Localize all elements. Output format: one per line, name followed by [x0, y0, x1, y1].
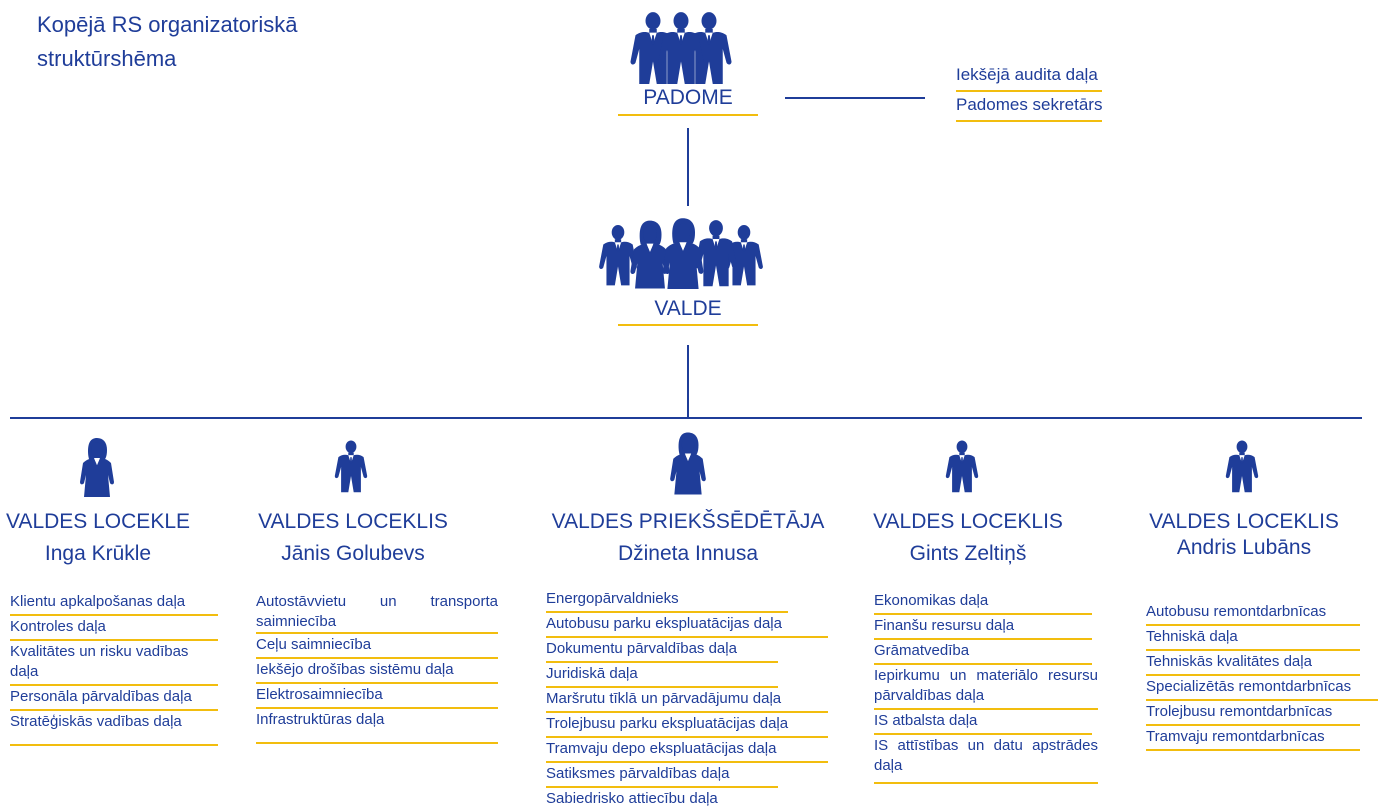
- department-item: Trolejbusu parku ekspluatācijas daļa: [546, 713, 828, 738]
- member-name: Andris Lubāns: [1176, 536, 1312, 559]
- department-item: Tramvaju depo ekspluatācijas daļa: [546, 738, 828, 763]
- members-bus-line: [10, 417, 1362, 419]
- department-item: Dokumentu pārvaldības daļa: [546, 638, 778, 663]
- member-role: VALDES PRIEKŠSĒDĒTĀJA: [551, 510, 825, 533]
- department-item: Satiksmes pārvaldības daļa: [546, 763, 778, 788]
- board-members-connector: [687, 345, 689, 418]
- department-item: Autostāvvietu un transporta saimniecība: [256, 591, 498, 634]
- department-item: Trolejbusu remontdarbnīcas: [1146, 701, 1360, 726]
- department-item: Iepirkumu un materiālo resursu pārvaldīb…: [874, 665, 1098, 710]
- member-role: VALDES LOCEKLIS: [258, 510, 448, 533]
- member-name: Džineta Innusa: [617, 542, 759, 565]
- council-side-units: Iekšējā audita daļa Padomes sekretārs: [956, 62, 1103, 122]
- council-side-connector: [785, 97, 925, 99]
- department-item: Tehniskās kvalitātes daļa: [1146, 651, 1360, 676]
- board-underline: [618, 324, 758, 326]
- council-board-connector: [687, 128, 689, 206]
- department-item: Personāla pārvaldības daļa: [10, 686, 218, 711]
- department-item: Infrastruktūras daļa: [256, 709, 498, 744]
- department-item: Ekonomikas daļa: [874, 590, 1092, 615]
- chart-title-line2: struktūrshēma: [37, 46, 177, 71]
- chart-title: Kopējā RS organizatoriskā struktūrshēma: [37, 8, 357, 76]
- side-unit-item: Iekšējā audita daļa: [956, 62, 1103, 92]
- department-item: Energopārvaldnieks: [546, 588, 788, 613]
- member-name: Gints Zeltiņš: [909, 542, 1027, 565]
- council-underline: [618, 114, 758, 116]
- department-item: Elektrosaimniecība: [256, 684, 498, 709]
- member-role: VALDES LOCEKLE: [5, 510, 191, 533]
- department-item-text: Iepirkumu un materiālo resursu pārvaldīb…: [874, 667, 1098, 704]
- businesswoman-icon: [670, 432, 706, 495]
- board-group-icon: [599, 218, 763, 289]
- department-item-text: IS attīstības un datu apstrādes daļa: [874, 737, 1098, 774]
- member-name: Jānis Golubevs: [281, 542, 425, 565]
- member-departments: Klientu apkalpošanas daļa Kontroles daļa…: [10, 591, 218, 746]
- member-name: Inga Krūkle: [44, 542, 152, 565]
- department-item: Finanšu resursu daļa: [874, 615, 1092, 640]
- department-item: Tehniskā daļa: [1146, 626, 1360, 651]
- member-departments: Autobusu remontdarbnīcas Tehniskā daļa T…: [1146, 601, 1382, 751]
- department-item: Autobusu remontdarbnīcas: [1146, 601, 1360, 626]
- department-item: Klientu apkalpošanas daļa: [10, 591, 218, 616]
- chart-title-line1: Kopējā RS organizatoriskā: [37, 12, 298, 37]
- department-item: Juridiskā daļa: [546, 663, 778, 688]
- member-departments: Ekonomikas daļa Finanšu resursu daļa Grā…: [874, 590, 1102, 784]
- department-item: IS atbalsta daļa: [874, 710, 1092, 735]
- department-item: Ceļu saimniecība: [256, 634, 498, 659]
- department-item: Specializētās remontdarbnīcas: [1146, 676, 1378, 701]
- council-label: PADOME: [643, 86, 733, 109]
- board-label: VALDE: [654, 297, 722, 320]
- member-role: VALDES LOCEKLIS: [1149, 510, 1339, 533]
- department-item: Grāmatvedība: [874, 640, 1092, 665]
- member-departments: Autostāvvietu un transporta saimniecība …: [256, 591, 498, 744]
- department-item: Maršrutu tīklā un pārvadājumu daļa: [546, 688, 828, 713]
- department-item-text: Autostāvvietu un transporta saimniecība: [256, 593, 498, 630]
- department-item: Iekšējo drošības sistēmu daļa: [256, 659, 498, 684]
- member-departments: Energopārvaldnieks Autobusu parku eksplu…: [546, 588, 828, 811]
- department-item: Sabiedrisko attiecību daļa: [546, 790, 718, 807]
- businesswoman-icon: [80, 438, 114, 497]
- member-role: VALDES LOCEKLIS: [873, 510, 1063, 533]
- department-item: Tramvaju remontdarbnīcas: [1146, 726, 1360, 751]
- businessman-icon: [1225, 440, 1259, 493]
- department-item: Stratēģiskās vadības daļa: [10, 711, 218, 746]
- businessman-icon: [334, 440, 368, 493]
- council-group-icon: [630, 12, 732, 84]
- businessman-icon: [945, 440, 979, 493]
- department-item: Autobusu parku ekspluatācijas daļa: [546, 613, 828, 638]
- department-item: Kvalitātes un risku vadības daļa: [10, 641, 218, 686]
- side-unit-item: Padomes sekretārs: [956, 92, 1103, 122]
- department-item: Kontroles daļa: [10, 616, 218, 641]
- department-item: IS attīstības un datu apstrādes daļa: [874, 735, 1098, 784]
